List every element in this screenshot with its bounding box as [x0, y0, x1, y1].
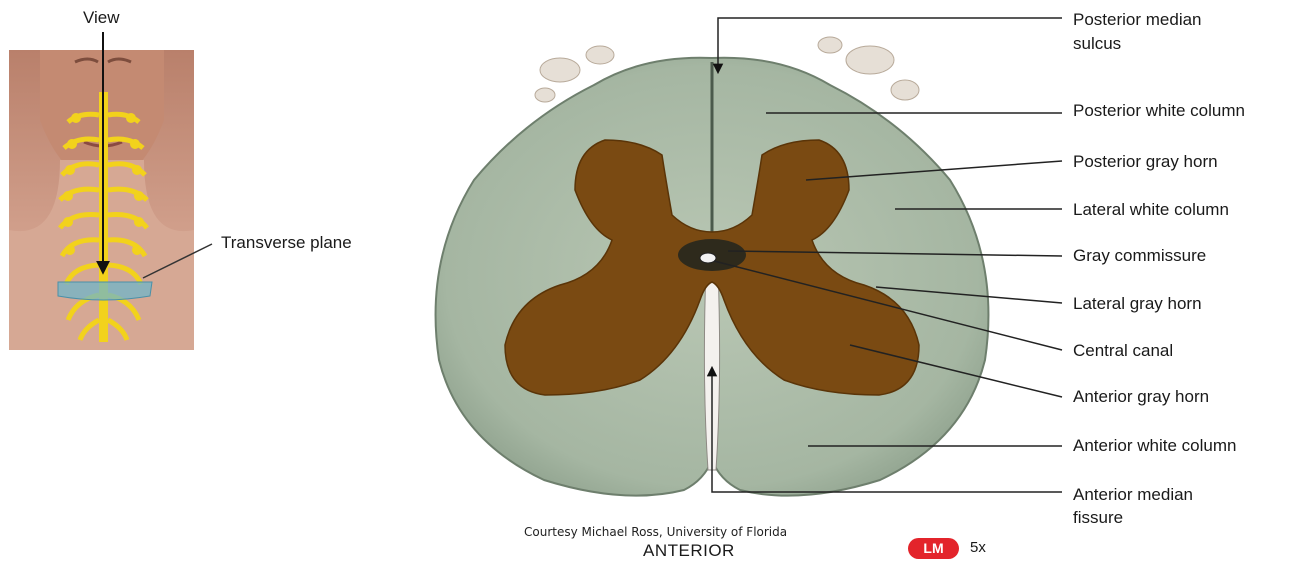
label-anterior-median-fissure-line1: Anterior median [1073, 484, 1193, 505]
label-anterior-median-fissure-line2: fissure [1073, 507, 1123, 528]
label-posterior-gray-horn: Posterior gray horn [1073, 151, 1218, 172]
label-anterior-white-column: Anterior white column [1073, 435, 1236, 456]
magnification-label: 5x [970, 539, 986, 556]
label-lateral-gray-horn: Lateral gray horn [1073, 293, 1202, 314]
label-posterior-white-column: Posterior white column [1073, 100, 1245, 121]
neck-illustration [9, 50, 194, 350]
label-gray-commissure: Gray commissure [1073, 245, 1206, 266]
label-lateral-white-column: Lateral white column [1073, 199, 1229, 220]
label-posterior-median-sulcus-line2: sulcus [1073, 33, 1121, 54]
image-credit: Courtesy Michael Ross, University of Flo… [524, 525, 787, 539]
transverse-plane-label: Transverse plane [221, 233, 352, 253]
label-anterior-gray-horn: Anterior gray horn [1073, 386, 1209, 407]
transverse-plane-icon [58, 282, 152, 300]
light-microscopy-badge: LM [908, 538, 959, 559]
view-label: View [83, 8, 120, 28]
label-posterior-median-sulcus-line1: Posterior median [1073, 9, 1202, 30]
orientation-label: ANTERIOR [643, 541, 735, 561]
central-canal-icon [700, 253, 716, 263]
label-central-canal: Central canal [1073, 340, 1173, 361]
